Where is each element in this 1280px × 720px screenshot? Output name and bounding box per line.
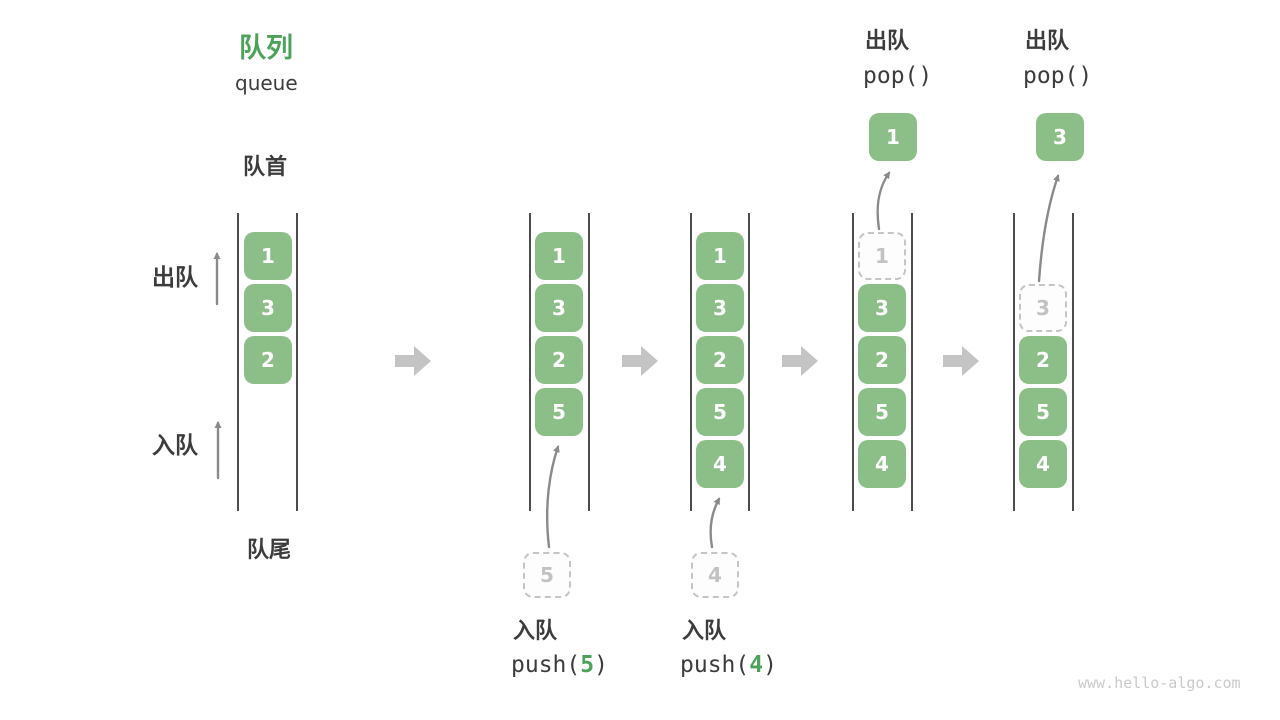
queue-element: 5 <box>535 388 583 436</box>
enqueue-direction-label: 入队 <box>152 433 198 459</box>
queue-element: 1 <box>535 232 583 280</box>
code-arg: 4 <box>749 652 764 678</box>
next-state-arrow-icon <box>943 345 980 377</box>
code-close: ) <box>594 652 608 678</box>
page-subtitle: queue <box>235 71 298 95</box>
queue-wall <box>588 213 590 511</box>
push5-arrow-icon <box>545 445 560 549</box>
push4-arrow-icon <box>709 497 721 549</box>
staged-element: 4 <box>691 552 739 598</box>
queue-element: 4 <box>696 440 744 488</box>
pop1-arrow-icon <box>876 171 891 231</box>
dequeue-op-label: 出队 <box>1025 29 1070 54</box>
queue-element: 2 <box>858 336 906 384</box>
dequeue-op-code: pop() <box>1023 63 1093 89</box>
enqueue-op-code: push(4) <box>680 652 777 678</box>
queue-element: 2 <box>244 336 292 384</box>
queue-wall <box>237 213 239 511</box>
queue-wall <box>852 213 854 511</box>
queue-wall <box>748 213 750 511</box>
queue-element: 3 <box>696 284 744 332</box>
queue-rear-label: 队尾 <box>247 538 292 563</box>
queue-element: 1 <box>696 232 744 280</box>
queue-wall <box>911 213 913 511</box>
staged-element: 5 <box>523 552 571 598</box>
queue-element: 5 <box>1019 388 1067 436</box>
code-fn: push( <box>511 652 581 678</box>
watermark: www.hello-algo.com <box>1078 674 1241 692</box>
code-arg: 5 <box>580 652 595 678</box>
enqueue-op-label: 入队 <box>513 619 558 644</box>
queue-element: 2 <box>535 336 583 384</box>
page-title: 队列 <box>239 33 293 64</box>
queue-element: 5 <box>696 388 744 436</box>
next-state-arrow-icon <box>395 345 432 377</box>
enqueue-op-label: 入队 <box>682 619 727 644</box>
queue-wall <box>1072 213 1074 511</box>
queue-element: 2 <box>1019 336 1067 384</box>
queue-wall <box>529 213 531 511</box>
dequeue-op-label: 出队 <box>865 29 910 54</box>
queue-wall <box>296 213 298 511</box>
queue-element: 5 <box>858 388 906 436</box>
removed-element-slot: 1 <box>858 232 906 280</box>
queue-wall <box>690 213 692 511</box>
next-state-arrow-icon <box>782 345 819 377</box>
dequeue-direction-label: 出队 <box>152 265 198 291</box>
queue-element: 1 <box>244 232 292 280</box>
queue-wall <box>1013 213 1015 511</box>
queue-element: 3 <box>244 284 292 332</box>
code-close: ) <box>763 652 777 678</box>
enqueue-op-code: push(5) <box>511 652 608 678</box>
next-state-arrow-icon <box>622 345 659 377</box>
code-fn: push( <box>680 652 750 678</box>
pop2-arrow-icon <box>1037 174 1060 283</box>
popped-element: 3 <box>1036 113 1084 161</box>
dequeue-op-code: pop() <box>863 63 933 89</box>
queue-element: 3 <box>858 284 906 332</box>
removed-element-slot: 3 <box>1019 284 1067 332</box>
queue-front-label: 队首 <box>243 155 288 180</box>
queue-element: 4 <box>858 440 906 488</box>
queue-element: 4 <box>1019 440 1067 488</box>
popped-element: 1 <box>869 113 917 161</box>
queue-element: 2 <box>696 336 744 384</box>
queue-element: 3 <box>535 284 583 332</box>
